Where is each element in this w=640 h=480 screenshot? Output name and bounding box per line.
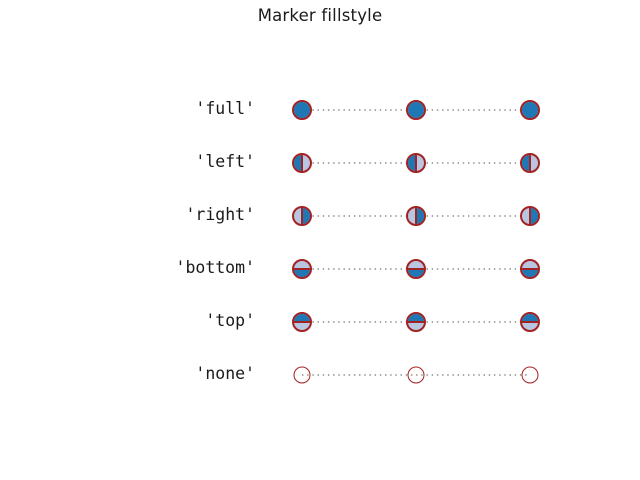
marker-left: [292, 153, 312, 173]
marker-divider: [522, 268, 538, 270]
marker-none: [293, 366, 311, 384]
marker-top: [406, 312, 426, 332]
marker-bottom: [520, 259, 540, 279]
marker-right: [292, 206, 312, 226]
row-label: 'full': [195, 99, 255, 118]
marker-full: [520, 100, 540, 120]
row-label: 'right': [185, 205, 255, 224]
row-label: 'none': [195, 364, 255, 383]
marker-divider: [529, 155, 531, 171]
marker-full: [406, 100, 426, 120]
marker-full: [292, 100, 312, 120]
marker-bottom: [406, 259, 426, 279]
marker-fill-region: [522, 269, 538, 277]
marker-fill-region: [522, 155, 530, 171]
marker-fill-region: [522, 102, 538, 118]
marker-divider: [522, 321, 538, 323]
marker-top: [520, 312, 540, 332]
marker-divider: [408, 268, 424, 270]
marker-fill-region: [294, 314, 310, 322]
marker-divider: [294, 268, 310, 270]
marker-none: [521, 366, 539, 384]
marker-divider: [301, 208, 303, 224]
marker-divider: [529, 208, 531, 224]
marker-fill-region: [294, 155, 302, 171]
marker-fill-region: [408, 155, 416, 171]
marker-fill-region: [408, 314, 424, 322]
marker-fill-region: [408, 269, 424, 277]
marker-divider: [294, 321, 310, 323]
marker-none: [407, 366, 425, 384]
marker-left: [520, 153, 540, 173]
marker-right: [520, 206, 540, 226]
marker-divider: [301, 155, 303, 171]
marker-divider: [415, 155, 417, 171]
marker-divider: [415, 208, 417, 224]
figure-title: Marker fillstyle: [257, 6, 383, 25]
marker-fill-region: [408, 102, 424, 118]
marker-fill-region: [294, 102, 310, 118]
row-label: 'top': [205, 311, 255, 330]
row-label: 'bottom': [175, 258, 255, 277]
marker-left: [406, 153, 426, 173]
marker-right: [406, 206, 426, 226]
marker-fill-region: [302, 208, 310, 224]
marker-fill-region: [530, 208, 538, 224]
marker-top: [292, 312, 312, 332]
marker-fill-region: [416, 208, 424, 224]
marker-bottom: [292, 259, 312, 279]
marker-divider: [408, 321, 424, 323]
marker-fill-region: [522, 314, 538, 322]
row-label: 'left': [195, 152, 255, 171]
marker-fill-region: [294, 269, 310, 277]
